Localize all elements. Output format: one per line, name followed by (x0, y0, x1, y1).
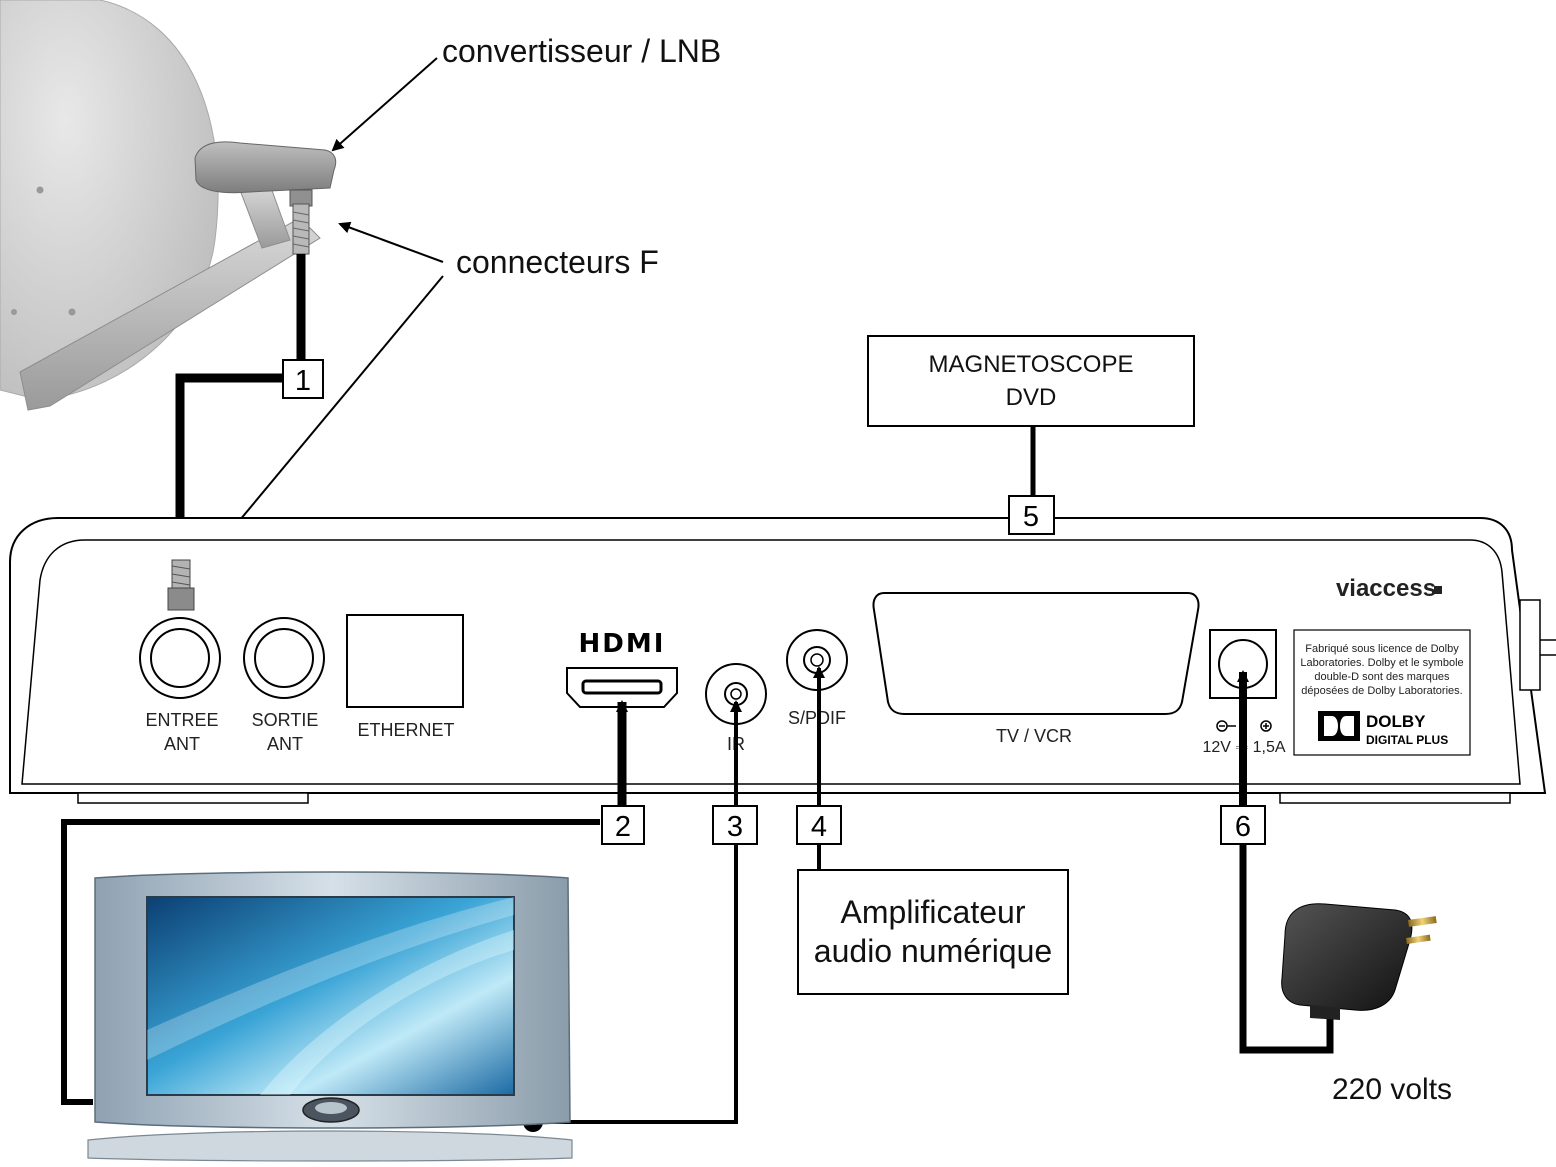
ethernet-label: ETHERNET (357, 720, 454, 740)
ethernet-port[interactable] (346, 614, 464, 708)
lnb-converter (194, 141, 337, 255)
dolby-logo-line1: DOLBY (1366, 712, 1426, 731)
tv-screen (146, 896, 515, 1096)
dolby-text-line3: double-D sont des marques (1314, 671, 1450, 683)
svg-text:6: 6 (1235, 811, 1251, 843)
dolby-text-line2: Laboratories. Dolby et le symbole (1300, 657, 1463, 669)
connection-number-2: 2 (601, 805, 645, 845)
polarity-icon (1216, 720, 1272, 732)
lnb-label: convertisseur / LNB (442, 33, 721, 69)
mains-voltage-label: 220 volts (1332, 1073, 1452, 1106)
hdmi-port[interactable] (566, 667, 678, 708)
amplifier-label-line1: Amplificateur (841, 894, 1026, 930)
lnb-pointer-arrow (331, 57, 438, 152)
cable-3-to-tv (533, 843, 738, 1124)
cable-2-to-tv (61, 819, 600, 1105)
connection-number-3: 3 (712, 805, 758, 845)
vcr-dvd-box (867, 335, 1195, 427)
connection-number-1: 1 (282, 359, 324, 399)
entree-label-line2: ANT (164, 734, 200, 754)
hdmi-logo: HDMI (579, 629, 666, 659)
cable-6-to-adapter (1239, 843, 1334, 1054)
svg-text:5: 5 (1023, 501, 1039, 533)
svg-text:3: 3 (727, 811, 743, 843)
connection-number-6: 6 (1220, 805, 1266, 845)
entree-label-line1: ENTREE (145, 710, 218, 730)
satellite-dish (0, 0, 321, 411)
ir-port[interactable] (705, 663, 767, 725)
viaccess-square-icon (1434, 586, 1442, 594)
svg-text:4: 4 (811, 811, 827, 843)
svg-text:1: 1 (295, 365, 311, 397)
scart-port[interactable] (872, 592, 1200, 715)
svg-text:2: 2 (615, 811, 631, 843)
f-connectors-label: connecteurs F (456, 244, 659, 280)
amplifier-box (797, 869, 1069, 995)
scart-label: TV / VCR (996, 726, 1072, 746)
entree-ant-port[interactable] (139, 617, 221, 699)
f-connector-pointer-arrow-top (338, 221, 444, 263)
dolby-text-line4: déposées de Dolby Laboratories. (1301, 685, 1462, 697)
dolby-text-line1: Fabriqué sous licence de Dolby (1305, 643, 1459, 655)
dolby-double-d-icon (1318, 711, 1360, 741)
viaccess-logo: viaccess (1336, 575, 1436, 602)
vcr-label-line2: DVD (1006, 384, 1057, 411)
dolby-logo-line2: DIGITAL PLUS (1366, 733, 1448, 747)
tv-set (87, 871, 573, 1162)
cable-1 (175, 254, 306, 560)
power-port[interactable] (1209, 629, 1277, 699)
connection-number-5: 5 (1008, 495, 1055, 535)
vcr-label-line1: MAGNETOSCOPE (929, 351, 1134, 378)
f-connector-entree (167, 559, 195, 611)
amplifier-label-line2: audio numérique (814, 933, 1052, 969)
dolby-notice-box: Fabriqué sous licence de Dolby Laborator… (1293, 629, 1471, 756)
sortie-label-line1: SORTIE (252, 710, 319, 730)
sortie-ant-port[interactable] (243, 617, 325, 699)
sortie-label-line2: ANT (267, 734, 303, 754)
power-adapter (1281, 903, 1437, 1020)
spdif-port[interactable] (786, 629, 848, 691)
connection-number-4: 4 (796, 805, 842, 845)
